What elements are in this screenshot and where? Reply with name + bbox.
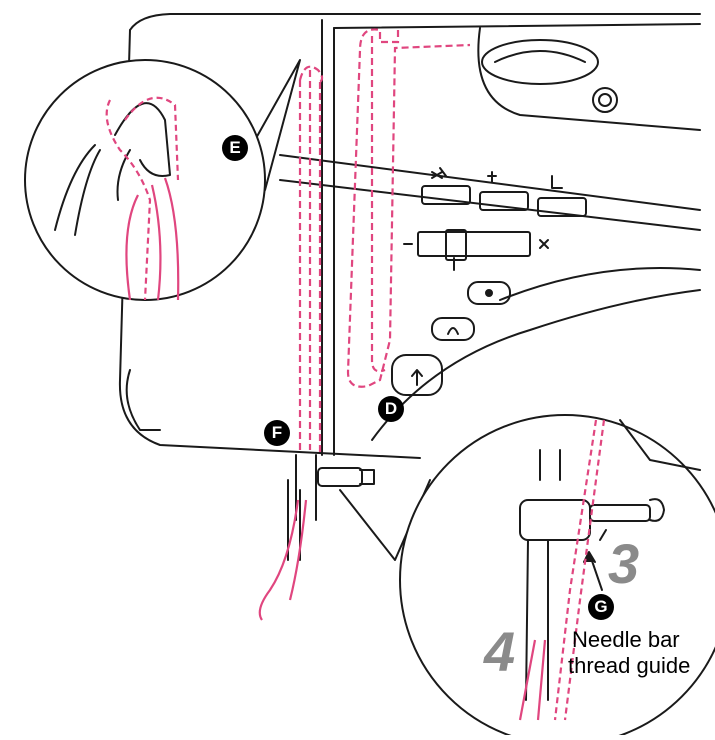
- caption-line-1: Needle bar: [572, 627, 680, 653]
- step-number-3: 3: [608, 536, 639, 592]
- panel-top-edge: [334, 24, 700, 28]
- marker-f: F: [264, 420, 290, 446]
- marker-g: G: [588, 594, 614, 620]
- step-number-4: 4: [484, 624, 515, 680]
- speed-slider: [418, 232, 530, 256]
- caption-line-2: thread guide: [568, 653, 690, 679]
- inset-circle-e: [25, 60, 265, 300]
- stitch-dial: [482, 40, 598, 84]
- thread-path-upper: [348, 29, 470, 386]
- marker-d: D: [378, 396, 404, 422]
- setting-knob: [593, 88, 617, 112]
- presser-foot-screw: [318, 468, 362, 486]
- thread-path-down: [300, 70, 320, 452]
- marker-e: E: [222, 135, 248, 161]
